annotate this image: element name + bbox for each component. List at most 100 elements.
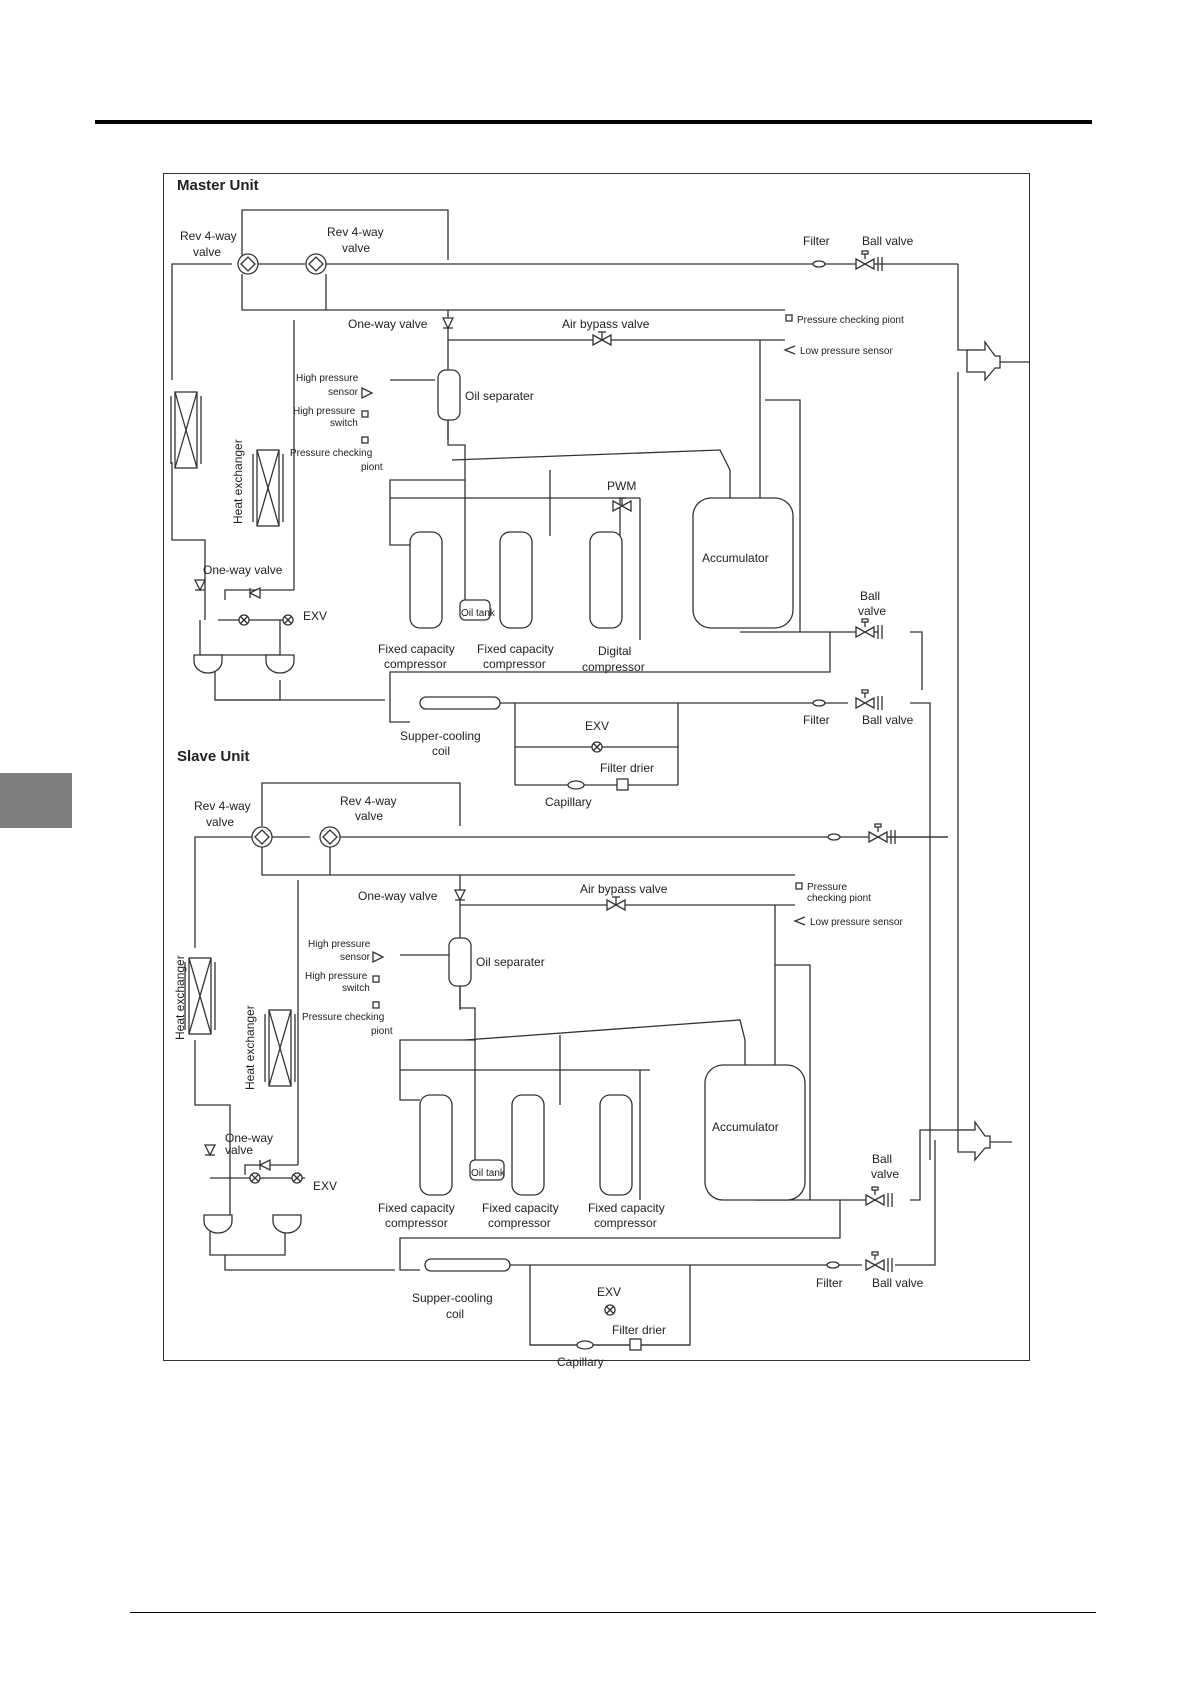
master-filter-top-icon [812, 260, 826, 268]
master-compressor-2-label-b: compressor [483, 657, 546, 671]
master-rev-valve-2-label-a: Rev 4-way [327, 225, 384, 239]
master-low-pressure-sensor-label: Low pressure sensor [800, 346, 893, 357]
slave-rev-valve-1-label-a: Rev 4-way [194, 799, 251, 813]
slave-pressure-checking-point-label-b: checking piont [807, 893, 871, 904]
slave-compressor-2-label-a: Fixed capacity [482, 1201, 559, 1215]
slave-subcooling-coil-label-a: Supper-cooling [412, 1291, 493, 1305]
slave-subcooling-coil-icon [424, 1258, 511, 1272]
master-pressure-checking-point-2-label-b: piont [361, 462, 383, 473]
master-pressure-checking-point-label: Pressure checking piont [797, 315, 904, 326]
master-compressor-1-icon [409, 531, 443, 629]
master-rev-valve-1-label-a: Rev 4-way [180, 229, 237, 243]
master-compressor-3-label-b: compressor [582, 660, 645, 674]
master-exv-1-icon [238, 614, 250, 626]
diagram-frame [163, 173, 1030, 1361]
slave-oil-tank-icon [469, 1159, 505, 1181]
header-rule [95, 120, 1092, 124]
slave-ball-valve-top-icon [868, 823, 896, 845]
slave-high-pressure-sensor-label-a: High pressure [308, 939, 371, 950]
master-ball-valve-top-icon [855, 250, 883, 272]
chapter-tab [0, 773, 72, 828]
master-ball-valve-mid-label-a: Ball [860, 589, 880, 603]
master-high-pressure-sensor-icon [361, 386, 374, 400]
slave-low-pressure-sensor-icon [793, 916, 806, 926]
master-compressor-2-icon [499, 531, 533, 629]
master-accumulator-label: Accumulator [702, 551, 769, 565]
master-pressure-checking-point-2-label-a: Pressure checking [290, 448, 372, 459]
master-air-bypass-valve-label: Air bypass valve [562, 317, 650, 331]
master-air-bypass-valve-icon [592, 331, 612, 346]
slave-high-pressure-sensor-icon [372, 950, 385, 964]
master-pwm-label: PWM [607, 479, 636, 493]
master-one-way-valve-2-label: One-way valve [203, 563, 283, 577]
master-filter-drier-icon [616, 778, 629, 791]
slave-ball-valve-mid-label-b: valve [871, 1167, 899, 1181]
slave-ball-valve-mid-icon [865, 1186, 893, 1208]
slave-capillary-label: Capillary [557, 1355, 604, 1369]
slave-filter-top-icon [827, 833, 841, 841]
master-heat-exchanger-1-icon [170, 391, 202, 469]
master-one-way-valve-2-icon [193, 579, 207, 592]
slave-low-pressure-sensor-label: Low pressure sensor [810, 917, 903, 928]
slave-heat-exchanger-1-icon [184, 957, 216, 1035]
master-outlet-header-icon [966, 339, 1001, 382]
master-pressure-checking-point-icon [785, 314, 793, 322]
master-oil-separator-label: Oil separater [465, 389, 534, 403]
master-heat-exchanger-label: Heat exchanger [231, 439, 245, 524]
master-compressor-1-label-b: compressor [384, 657, 447, 671]
slave-subcooling-coil-label-b: coil [446, 1307, 464, 1321]
slave-compressor-1-label-b: compressor [385, 1216, 448, 1230]
slave-pressure-checking-point-icon [795, 882, 803, 890]
master-accumulator-icon [692, 497, 794, 629]
slave-accumulator-icon [704, 1064, 806, 1201]
master-heat-exchanger-2-icon [252, 449, 284, 527]
slave-distributor-1-icon [203, 1214, 233, 1234]
slave-rev-valve-2-label-b: valve [355, 809, 383, 823]
master-compressor-3-label-a: Digital [598, 644, 631, 658]
master-distributor-1-icon [193, 654, 223, 674]
master-subcooling-coil-icon [419, 696, 501, 710]
slave-compressor-1-icon [419, 1094, 453, 1196]
slave-one-way-valve-icon [453, 889, 467, 902]
slave-rev-4way-valve-1 [251, 826, 273, 848]
master-capillary-icon [567, 780, 585, 790]
master-ball-valve-top-label: Ball valve [862, 234, 914, 248]
slave-compressor-3-label-a: Fixed capacity [588, 1201, 665, 1215]
slave-outlet-header-icon [957, 1119, 991, 1162]
slave-oil-tank-label: Oil tank [471, 1168, 506, 1179]
slave-compressor-3-label-b: compressor [594, 1216, 657, 1230]
master-ball-valve-bottom-icon [855, 689, 883, 711]
slave-rev-valve-1-label-b: valve [206, 815, 234, 829]
slave-high-pressure-switch-icon [372, 975, 380, 983]
master-one-way-valve-icon [441, 317, 455, 330]
slave-oil-separator-icon [448, 937, 472, 987]
master-high-pressure-sensor-label-a: High pressure [296, 373, 359, 384]
slave-one-way-valve-3-icon [258, 1158, 271, 1172]
slave-ball-valve-bottom-icon [865, 1251, 893, 1273]
slave-ball-valve-mid-label-a: Ball [872, 1152, 892, 1166]
slave-one-way-valve-2-label-b: valve [225, 1143, 253, 1157]
slave-filter-drier-label: Filter drier [612, 1323, 666, 1337]
master-capillary-label: Capillary [545, 795, 592, 809]
master-rev-4way-valve-1 [237, 253, 259, 275]
master-high-pressure-switch-icon [361, 410, 369, 418]
master-filter-top-label: Filter [803, 234, 830, 248]
master-high-pressure-switch-label-b: switch [330, 418, 358, 429]
master-exv-label: EXV [303, 609, 327, 623]
slave-accumulator-label: Accumulator [712, 1120, 779, 1134]
master-compressor-2-label-a: Fixed capacity [477, 642, 554, 656]
slave-one-way-valve-2-icon [203, 1144, 217, 1157]
slave-pressure-checking-point-2-icon [372, 1001, 380, 1009]
slave-filter-bottom-label: Filter [816, 1276, 843, 1290]
slave-air-bypass-valve-icon [606, 896, 626, 911]
master-subcooling-coil-label-b: coil [432, 744, 450, 758]
master-exv-2-label: EXV [585, 719, 609, 733]
master-one-way-valve-label: One-way valve [348, 317, 428, 331]
slave-filter-bottom-icon [826, 1261, 840, 1269]
master-pwm-valve-icon [612, 497, 632, 512]
slave-piping [194, 782, 958, 1346]
slave-compressor-1-label-a: Fixed capacity [378, 1201, 455, 1215]
master-high-pressure-sensor-label-b: sensor [328, 387, 359, 398]
slave-oil-separator-label: Oil separater [476, 955, 545, 969]
